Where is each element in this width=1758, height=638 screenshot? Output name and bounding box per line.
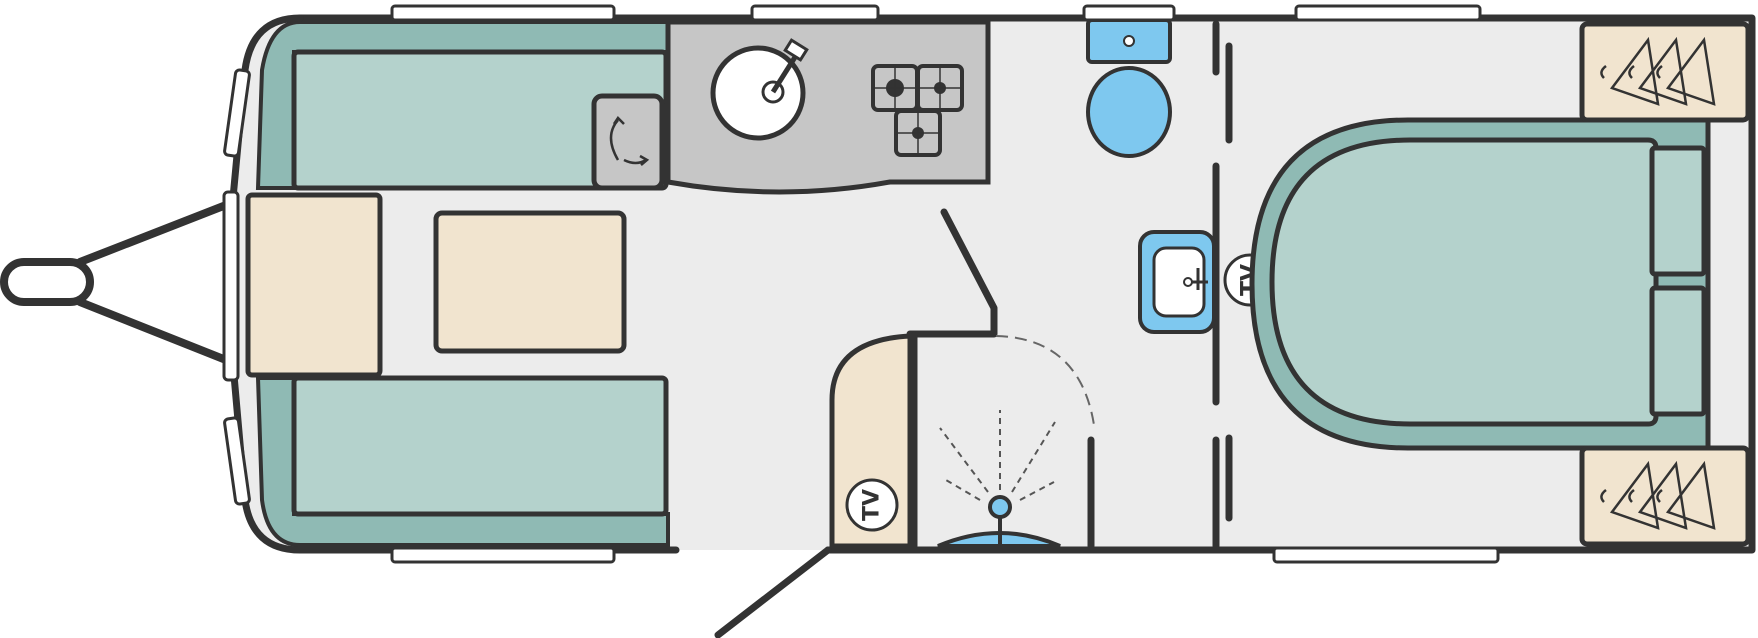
window-front-bottom <box>223 416 251 506</box>
island-bed <box>1249 117 1711 451</box>
wardrobe-hanger-icon <box>1579 445 1751 547</box>
fridge-icon <box>591 93 665 191</box>
lounge-seat-bottom <box>291 375 669 517</box>
sink-icon <box>710 38 809 141</box>
window-top-kitchen <box>750 4 880 22</box>
tow-hitch-icon <box>0 201 230 364</box>
windows <box>222 4 1500 564</box>
toilet-icon <box>1086 18 1172 158</box>
tv-icon: TV <box>845 478 899 532</box>
front-cushion <box>245 192 383 378</box>
shower-icon <box>937 410 1061 548</box>
window-front-middle <box>222 190 240 382</box>
hob-icon <box>871 64 964 157</box>
pillow-top <box>1649 145 1707 277</box>
window-front-top <box>223 68 251 158</box>
tv-label-lounge: TV <box>860 489 885 521</box>
washroom-door <box>906 208 998 338</box>
window-top-bedroom <box>1294 4 1482 22</box>
lounge-table <box>433 210 627 354</box>
window-top-lounge <box>390 4 616 22</box>
window-top-washroom <box>1082 4 1176 22</box>
window-bottom-lounge <box>390 546 616 564</box>
pillow-bottom <box>1649 285 1707 417</box>
wardrobe-hanger-icon <box>1579 21 1751 123</box>
basin-icon <box>1138 230 1216 334</box>
entrance-door[interactable] <box>714 546 832 638</box>
window-bottom-bedroom <box>1272 546 1500 564</box>
